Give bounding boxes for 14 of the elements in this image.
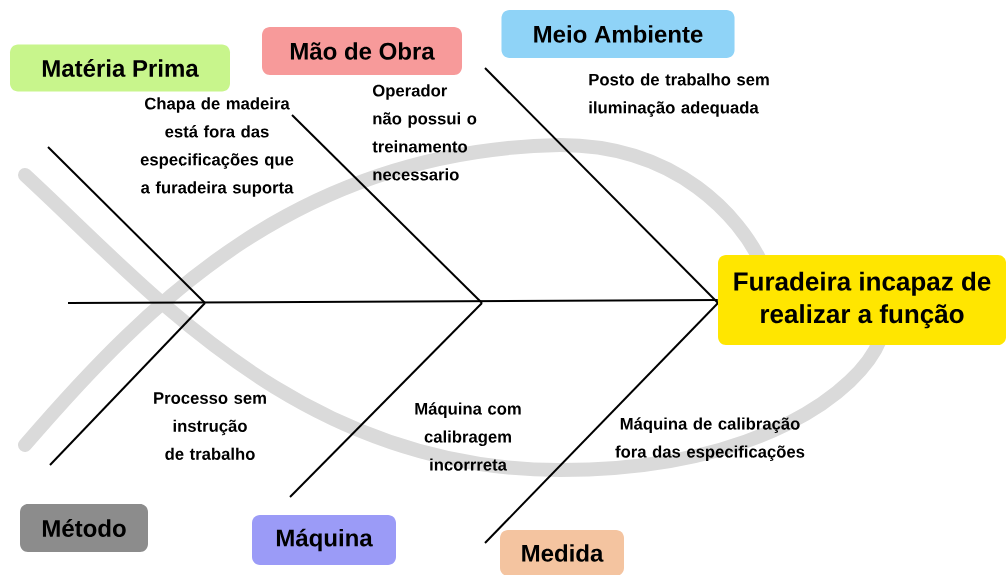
cause-text: Posto de trabalho sem iluminação adequada [589, 73, 769, 117]
spine-line [67, 299, 719, 304]
cause-text: Máquina de calibração fora das especificações [615, 417, 805, 461]
category-box: Método [20, 504, 148, 552]
cause-text: Processo sem instrução de trabalho [154, 392, 266, 460]
effect-box: Furadeira incapaz de realizar a função [718, 255, 1006, 345]
category-box: Matéria Prima [10, 44, 230, 92]
cause-text: Operador não possui o treinamento necessario [372, 84, 477, 181]
cause-text: Chapa de madeira está fora das especificações que a furadeira suporta [140, 97, 294, 197]
category-box: Mão de Obra [262, 27, 462, 75]
category-box: Medida [500, 530, 624, 575]
category-box: Máquina [252, 515, 396, 565]
cause-text: Máquina com calibragem incorrreta [415, 402, 521, 471]
category-box: Meio Ambiente [501, 10, 735, 58]
